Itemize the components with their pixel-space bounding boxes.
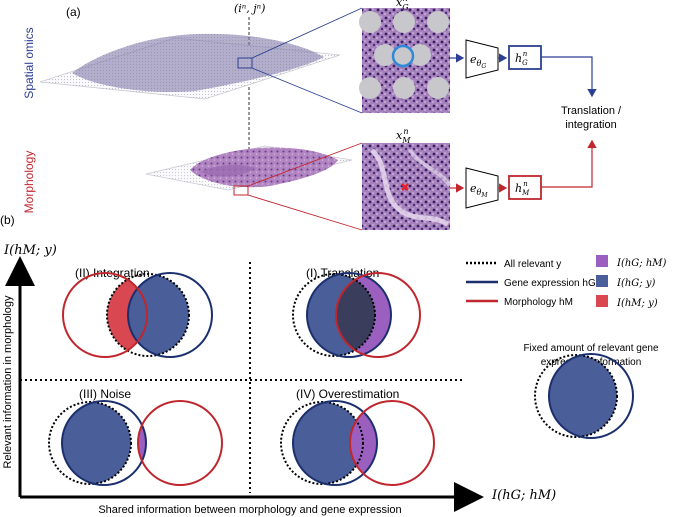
zoom-line [251,7,363,59]
venn-fixed-gene-info [534,353,634,439]
legend-swatch-gene-y [596,275,608,287]
venn-integration [62,272,213,358]
output-label-line1: Translation / [561,105,622,117]
encoder-g [465,39,499,79]
legend-label-morph: Morphology hM [504,297,573,308]
legend-label-gene-y: I(hG; y) [616,278,655,289]
morphology-slide [145,145,353,196]
x-axis-math-label: I(hG; hM) [491,488,556,503]
venn-overestimation [280,400,435,486]
spatial-patch [359,8,450,113]
morph-circle [335,272,421,358]
relevant-y-circle [280,401,364,485]
zoom-line [251,67,363,114]
patch-label-top: xGn [396,0,409,12]
panel-b-label: (b) [0,213,15,227]
morphology-patch [362,143,452,230]
relevant-y-circle [106,273,190,357]
relevant-y-circle [48,401,132,485]
embedding-g-label: hGn [515,50,528,67]
gene-circle [306,272,392,358]
output-label-line2: integration [565,119,616,131]
gene-circle [548,353,634,439]
quadrant-title-overestimation: (IV) Overestimation [296,387,399,401]
morph-circle [349,400,435,486]
arrow-g-to-output [541,56,597,98]
zoom-line [247,142,363,187]
quadrant-title-noise: (III) Noise [79,387,131,401]
legend-label-relevant: All relevant y [504,259,561,270]
encoder-g-label: eθG [470,53,486,70]
selected-spot [391,44,415,68]
spatial-omics-label: Spatial omics [22,27,36,98]
fixed-note-line1: Fixed amount of relevant gene [523,343,659,354]
venn-noise [48,400,223,486]
patch-label-bottom: xMn [396,127,411,145]
selected-point-x [401,183,409,191]
morphology-label: Morphology [22,151,36,214]
arrow-m-to-output [541,139,597,188]
y-axis-label: Relevant information in morphology [2,295,14,469]
embedding-m-label: hMn [515,180,530,197]
legend-label-morph-y: I(hM; y) [616,298,658,309]
relevant-y-circle [534,354,618,438]
x-axis-label: Shared information between morphology an… [98,504,401,516]
morph-circle [62,272,148,358]
y-axis-math-label: I(hM; y) [3,243,57,258]
panel-a-label: (a) [66,5,81,19]
gene-circle [127,272,213,358]
gene-circle [61,400,147,486]
legend: All relevant y Gene expression hG Morpho… [466,255,667,309]
legend-swatch-shared [596,255,608,267]
morph-circle [137,400,223,486]
venn-translation [292,272,421,358]
legend-label-shared: I(hG; hM) [616,258,667,269]
spatial-omics-slide [39,33,341,100]
relevant-y-circle [292,273,376,357]
encoder-m-label: eθM [470,182,488,199]
legend-swatch-morph-y [596,295,608,307]
legend-label-gene: Gene expression hG [504,278,596,289]
gene-circle [292,400,378,486]
zoom-line [247,194,363,231]
morph-spot-marker [233,185,249,196]
coordinate-label: (iⁿ, jⁿ) [234,2,265,15]
encoder-m [465,167,499,209]
spatial-spot-marker [237,57,253,69]
